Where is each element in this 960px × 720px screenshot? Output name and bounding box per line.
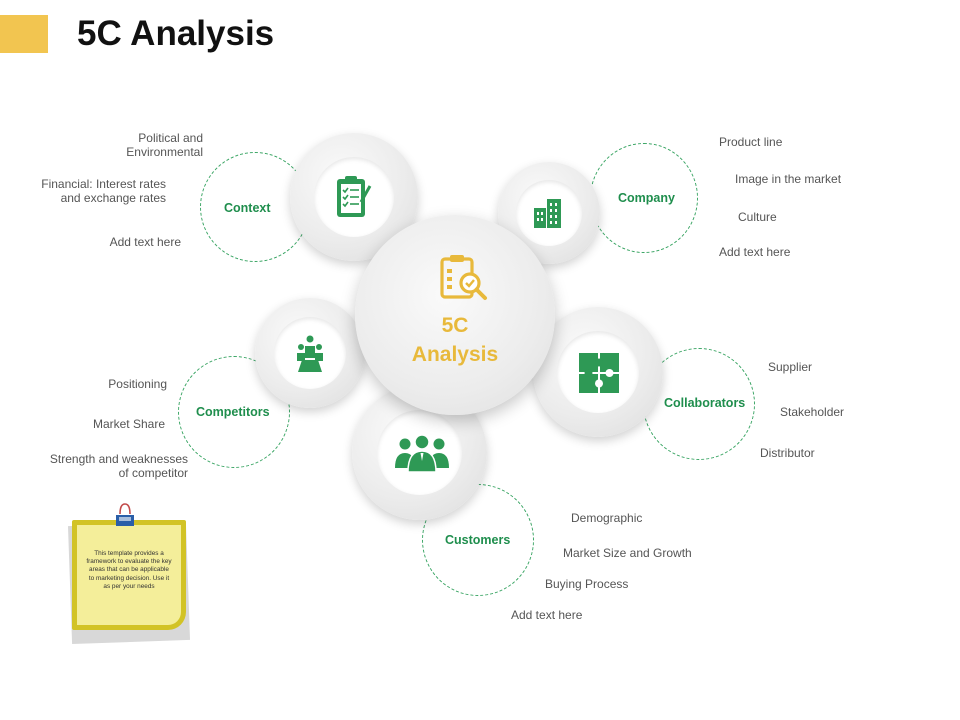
- customers-note: Demographic: [571, 511, 643, 525]
- collaborators-label: Collaborators: [664, 396, 746, 410]
- center-title-line2: Analysis: [411, 343, 499, 366]
- customers-note: Buying Process: [545, 577, 629, 591]
- page-title: 5C Analysis: [77, 14, 275, 53]
- collaborators-dashed-circle: [643, 348, 755, 460]
- context-note: Add text here: [109, 235, 181, 249]
- customers-note: Market Size and Growth: [563, 546, 692, 560]
- company-note: Image in the market: [735, 172, 842, 186]
- company-label: Company: [618, 191, 675, 205]
- center-title-line1: 5C: [441, 314, 469, 337]
- context-note: Financial: Interest rates and exchange r…: [41, 177, 166, 205]
- competitors-note: Strength and weaknesses of competitor: [49, 452, 188, 480]
- binder-clip-icon: [116, 503, 134, 526]
- customers-note: Add text here: [511, 608, 583, 622]
- company-note: Product line: [719, 135, 783, 149]
- context-label: Context: [224, 201, 271, 215]
- context-note: Political and Environmental: [126, 131, 203, 159]
- center-title: 5C Analysis: [355, 311, 555, 369]
- collaborators-note: Supplier: [768, 360, 813, 374]
- buildings-icon: [534, 199, 561, 228]
- collaborators-note: Distributor: [760, 446, 815, 460]
- customers-label: Customers: [445, 533, 511, 547]
- business-meeting-icon: [297, 335, 323, 372]
- puzzle-icon: [579, 353, 619, 393]
- company-note: Add text here: [719, 245, 791, 259]
- sticky-note-text: This template provides a framework to ev…: [86, 550, 172, 590]
- company-dashed-circle: [590, 143, 698, 253]
- company-note: Culture: [738, 210, 777, 224]
- clipboard-checklist-icon: [337, 176, 372, 217]
- competitors-note: Market Share: [92, 417, 165, 431]
- competitors-note: Positioning: [108, 377, 167, 391]
- title-accent-bar: [0, 15, 48, 53]
- center-circle: 5C Analysis: [355, 215, 555, 415]
- competitors-label: Competitors: [196, 405, 270, 419]
- group-of-people-icon: [395, 434, 449, 472]
- collaborators-note: Stakeholder: [780, 405, 845, 419]
- clipboard-magnifier-icon: [440, 255, 487, 300]
